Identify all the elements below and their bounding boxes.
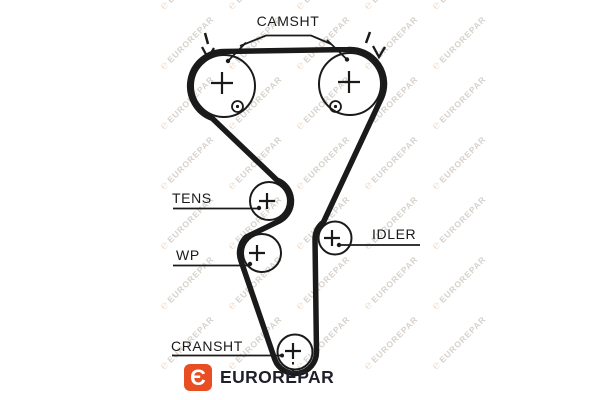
camshaft-label-bracket xyxy=(239,34,332,47)
camshaft-pulley-left xyxy=(192,54,256,118)
crankshaft-sprocket xyxy=(276,333,314,371)
cam-timing-hole-left xyxy=(231,100,244,113)
alignment-mark-left xyxy=(200,32,215,61)
eurorepar-logo: Є EUROREPAR xyxy=(184,364,334,391)
water-pump-pulley xyxy=(242,233,282,273)
leader-dots xyxy=(247,205,342,358)
crankshaft-label: CRANSHT xyxy=(171,338,243,354)
idler-pulley xyxy=(317,220,353,256)
eurorepar-logo-text: EUROREPAR xyxy=(220,367,335,387)
pulley-center-marks xyxy=(211,71,360,359)
camshaft-label: CAMSHT xyxy=(256,13,320,29)
camshaft-pulley-right xyxy=(318,52,382,116)
cam-timing-hole-right xyxy=(329,100,342,113)
leader-lines xyxy=(172,207,420,357)
eurorepar-logo-icon: Є xyxy=(184,364,212,391)
alignment-mark-right xyxy=(364,31,386,60)
idler-label: IDLER xyxy=(372,226,417,242)
water-pump-label: WP xyxy=(176,247,200,263)
camshaft-pointer-right xyxy=(326,39,350,62)
tensioner-label: TENS xyxy=(172,190,212,206)
tensioner-pulley xyxy=(249,181,289,221)
camshaft-pointer-left xyxy=(225,41,247,64)
timing-belt xyxy=(186,46,388,377)
